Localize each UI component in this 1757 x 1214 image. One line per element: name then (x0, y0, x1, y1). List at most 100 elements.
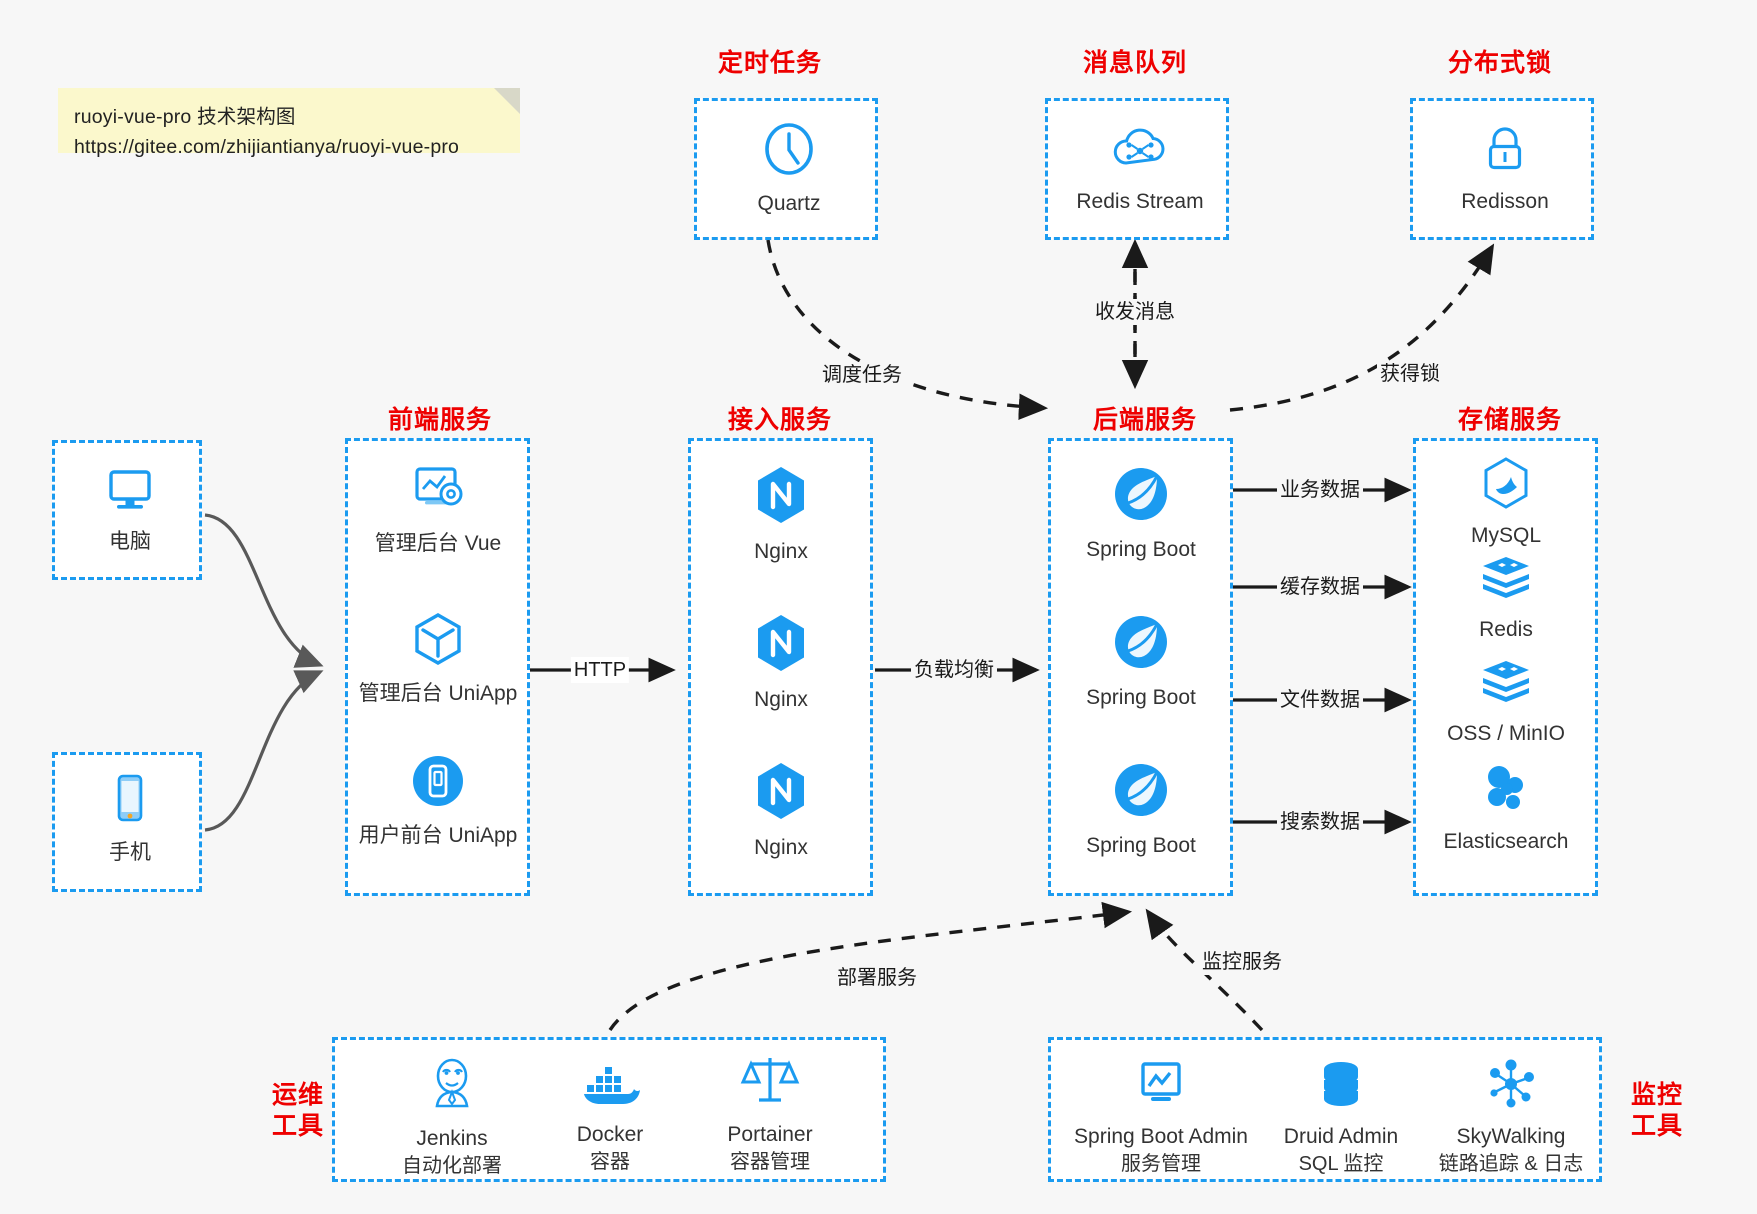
node-oss-minio[interactable]: OSS / MinIO (1416, 657, 1596, 748)
note-card: ruoyi-vue-pro 技术架构图 https://gitee.com/zh… (58, 88, 520, 158)
node-mysql[interactable]: MySQL (1416, 455, 1596, 550)
node-nginx-1[interactable]: Nginx (691, 463, 871, 566)
edge-label-search-data: 搜索数据 (1277, 809, 1363, 835)
node-user-uniapp[interactable]: 用户前台 UniApp (348, 751, 528, 850)
edge-label-schedule-task: 调度任务 (819, 362, 905, 388)
node-redis[interactable]: Redis (1416, 553, 1596, 644)
node-label: Redisson (1461, 190, 1549, 213)
node-springboot-3[interactable]: Spring Boot (1051, 759, 1231, 860)
group-title-monitor-line2: 工具 (1630, 1111, 1683, 1140)
edge-label-monitor-service: 监控服务 (1199, 949, 1285, 975)
padlock-icon (1476, 119, 1534, 182)
node-admin-uniapp[interactable]: 管理后台 UniApp (348, 609, 528, 708)
node-nginx-2[interactable]: Nginx (691, 611, 871, 714)
nginx-icon (750, 611, 812, 680)
group-title-scheduler: 定时任务 (717, 49, 822, 77)
group-title-devops-line2: 工具 (271, 1111, 324, 1140)
elasticsearch-icon (1477, 761, 1535, 822)
node-label: Elasticsearch (1443, 830, 1569, 853)
node-nginx-3[interactable]: Nginx (691, 759, 871, 862)
node-label: Redis (1479, 618, 1533, 641)
spring-leaf-icon (1110, 759, 1172, 826)
node-label: Spring Boot (1086, 834, 1196, 857)
database-icon (1313, 1056, 1369, 1117)
nginx-icon (750, 463, 812, 532)
node-label: Jenkins (416, 1127, 488, 1150)
node-spring-boot-admin[interactable]: Spring Boot Admin 服务管理 (1046, 1056, 1276, 1177)
note-fold-corner (494, 88, 520, 114)
node-elasticsearch[interactable]: Elasticsearch (1416, 761, 1596, 856)
node-sublabel: SQL 监控 (1298, 1152, 1384, 1175)
node-quartz[interactable]: Quartz (699, 119, 879, 218)
nginx-icon (750, 759, 812, 828)
node-admin-vue[interactable]: 管理后台 Vue (348, 461, 528, 558)
node-label: SkyWalking (1456, 1125, 1566, 1148)
group-title-storage: 存储服务 (1457, 406, 1562, 434)
node-mobile[interactable]: 手机 (40, 770, 220, 867)
node-sublabel: 自动化部署 (402, 1154, 502, 1177)
group-box-client-mobile: 手机 (52, 752, 202, 892)
node-label: OSS / MinIO (1447, 722, 1565, 745)
edge-label-load-balance: 负载均衡 (911, 657, 997, 683)
mobile-circle-icon (408, 751, 468, 816)
node-sublabel: 链路追踪 & 日志 (1438, 1152, 1584, 1175)
group-box-scheduler: Quartz (694, 98, 878, 240)
group-title-devops: 运维 工具 (258, 1080, 338, 1141)
node-label: Druid Admin (1283, 1125, 1399, 1148)
node-label: MySQL (1470, 524, 1541, 547)
skywalking-node-icon (1483, 1056, 1539, 1117)
phone-icon (104, 770, 156, 833)
node-label: Quartz (757, 192, 821, 215)
node-label: Nginx (754, 836, 808, 859)
group-box-devops: Jenkins 自动化部署 (332, 1037, 886, 1182)
node-redis-stream[interactable]: Redis Stream (1050, 119, 1230, 216)
node-pc[interactable]: 电脑 (40, 461, 220, 556)
node-label: Spring Boot (1086, 538, 1196, 561)
node-label: Docker (576, 1123, 644, 1146)
node-springboot-1[interactable]: Spring Boot (1051, 463, 1231, 564)
docker-whale-icon (578, 1058, 642, 1115)
edge-label-file-data: 文件数据 (1277, 687, 1363, 713)
redis-stack-icon (1477, 657, 1535, 714)
node-sublabel: 容器管理 (730, 1150, 810, 1173)
node-druid-admin[interactable]: Druid Admin SQL 监控 (1246, 1056, 1436, 1177)
group-box-gateway: Nginx Nginx Nginx (688, 438, 873, 896)
group-box-mq: Redis Stream (1045, 98, 1229, 240)
portainer-scale-icon (739, 1052, 801, 1115)
group-box-frontend: 管理后台 Vue 管理后台 UniApp 用户前台 UniApp (345, 438, 530, 896)
edge-label-send-receive-message: 收发消息 (1092, 299, 1178, 325)
node-label: Redis Stream (1076, 190, 1204, 213)
spring-leaf-icon (1110, 611, 1172, 678)
mysql-dolphin-icon (1478, 455, 1534, 516)
group-title-monitor-line1: 监控 (1630, 1081, 1683, 1109)
group-title-gateway: 接入服务 (727, 406, 832, 434)
node-label: 用户前台 UniApp (358, 824, 518, 847)
node-docker[interactable]: Docker 容器 (520, 1058, 700, 1175)
group-title-devops-line1: 运维 (271, 1081, 324, 1109)
group-title-frontend: 前端服务 (387, 406, 492, 434)
node-redisson[interactable]: Redisson (1415, 119, 1595, 216)
desktop-icon (101, 461, 159, 522)
node-label: Nginx (754, 540, 808, 563)
group-box-storage: MySQL Redis OSS (1413, 438, 1598, 896)
group-box-client-pc: 电脑 (52, 440, 202, 580)
edge-label-deploy-service: 部署服务 (834, 965, 920, 991)
node-sublabel: 容器 (590, 1150, 630, 1173)
node-label: Nginx (754, 688, 808, 711)
group-box-lock: Redisson (1410, 98, 1594, 240)
node-skywalking[interactable]: SkyWalking 链路追踪 & 日志 (1406, 1056, 1616, 1177)
edge-label-acquire-lock: 获得锁 (1377, 361, 1443, 387)
node-label: 管理后台 Vue (374, 532, 502, 555)
group-box-backend: Spring Boot Spring Boot Spring Boot (1048, 438, 1233, 896)
node-jenkins[interactable]: Jenkins 自动化部署 (362, 1054, 542, 1179)
node-label: Spring Boot (1086, 686, 1196, 709)
node-sublabel: 服务管理 (1121, 1152, 1201, 1175)
redis-stack-icon (1477, 553, 1535, 610)
node-label: 管理后台 UniApp (358, 682, 518, 705)
node-label: Portainer (727, 1123, 813, 1146)
node-springboot-2[interactable]: Spring Boot (1051, 611, 1231, 712)
jenkins-butler-icon (423, 1054, 481, 1119)
group-title-lock: 分布式锁 (1447, 49, 1552, 77)
group-title-mq: 消息队列 (1082, 49, 1187, 77)
node-portainer[interactable]: Portainer 容器管理 (680, 1052, 860, 1175)
